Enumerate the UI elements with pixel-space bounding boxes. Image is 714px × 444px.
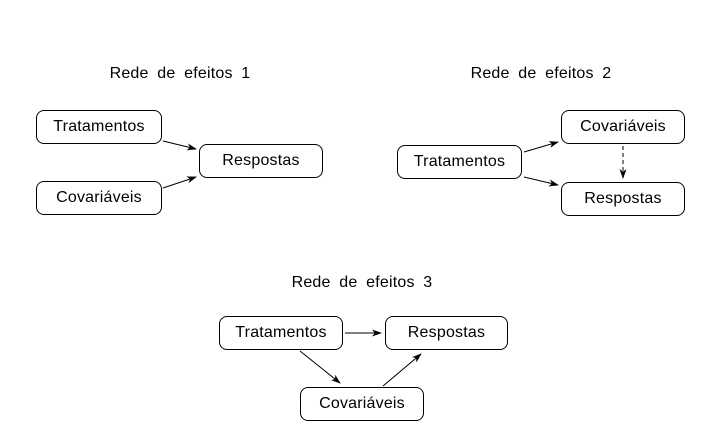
edge-d2-tratamentos-respostas xyxy=(523,176,559,187)
node-d3-covariaveis: Covariáveis xyxy=(300,387,424,421)
diagram-2-title: Rede de efeitos 2 xyxy=(470,65,612,82)
node-d1-covariaveis: Covariáveis xyxy=(36,181,162,215)
node-d3-tratamentos: Tratamentos xyxy=(219,316,343,350)
node-d1-respostas: Respostas xyxy=(199,144,323,178)
diagram-1-title: Rede de efeitos 1 xyxy=(109,65,251,82)
node-d2-respostas: Respostas xyxy=(561,182,685,216)
diagram-3-title: Rede de efeitos 3 xyxy=(291,274,433,291)
node-d2-covariaveis: Covariáveis xyxy=(561,110,685,144)
edge-d1-covariaveis-respostas xyxy=(162,176,197,189)
edge-d2-tratamentos-covariaveis xyxy=(523,141,559,153)
node-d3-respostas: Respostas xyxy=(385,316,508,350)
node-d2-tratamentos: Tratamentos xyxy=(397,145,522,179)
edge-d3-covariaveis-respostas xyxy=(382,353,422,387)
edge-d3-tratamentos-covariaveis xyxy=(299,350,341,384)
edge-d1-tratamentos-respostas xyxy=(162,140,197,151)
node-d1-tratamentos: Tratamentos xyxy=(36,110,162,144)
